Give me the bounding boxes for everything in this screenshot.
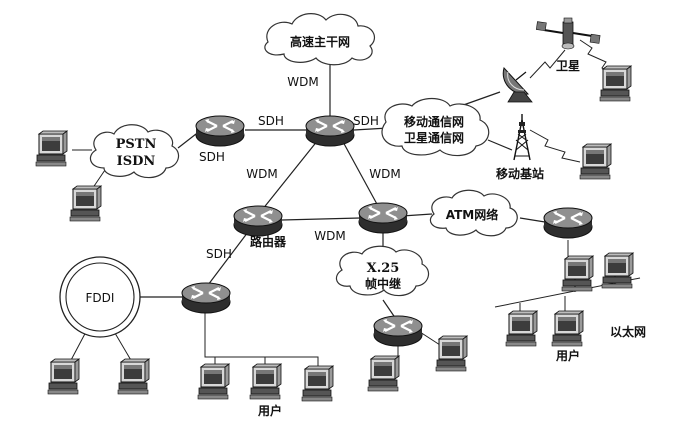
router-icon [194, 114, 246, 148]
computer-icon [301, 365, 334, 402]
antenna-tower-icon [513, 114, 531, 161]
cloud-x25-label-2: 帧中继 [365, 276, 401, 291]
cloud-x25: X.25 帧中继 [335, 245, 430, 297]
cloud-atm-label: ATM网络 [446, 207, 498, 222]
router-icon [304, 114, 356, 148]
computer-icon [117, 358, 150, 395]
base-station-label: 移动基站 [496, 166, 544, 181]
router-icon [372, 314, 424, 348]
computer-icon [601, 252, 634, 289]
link-atm-router [519, 217, 546, 223]
cloud-atm: ATM网络 [429, 189, 518, 237]
computer-icon [47, 358, 80, 395]
link-label-sdh-left: SDH [258, 114, 284, 128]
users-right-label: 用户 [555, 348, 580, 363]
computer-icon [197, 363, 230, 400]
satellite-dish-icon [502, 67, 533, 103]
users-bottom-label: 用户 [257, 403, 282, 418]
link-mobile-tower [487, 139, 513, 151]
link-label-wdm-right: WDM [369, 167, 400, 181]
computer-icon [599, 65, 632, 102]
link-router-fddi [207, 231, 249, 286]
cloud-backbone-label: 高速主干网 [290, 34, 350, 49]
link-left-pstn [177, 133, 197, 149]
link-label-wdm-bottom: WDM [314, 229, 345, 243]
computer-icon [505, 310, 538, 347]
computer-icon [435, 335, 468, 372]
router-icon [180, 281, 232, 315]
link-core-router [261, 139, 319, 211]
link-label-sdh-pstn: SDH [199, 150, 225, 164]
user-lan-bottom [204, 307, 319, 368]
cloud-pstn: PSTN ISDN [89, 124, 180, 179]
links [138, 52, 546, 323]
wireless-dish-satellite [529, 49, 566, 79]
computer-icon [561, 255, 594, 292]
computer-icon [35, 130, 68, 167]
link-label-sdh-right: SDH [353, 114, 379, 128]
cloud-mobile: 移动通信网 卫星通信网 [381, 97, 490, 157]
wireless-tower-pc [529, 129, 581, 163]
router-icon [232, 204, 284, 238]
router-icon [542, 206, 594, 240]
cloud-x25-label-1: X.25 [367, 261, 400, 276]
cloud-pstn-label-1: PSTN [116, 137, 157, 152]
router-icon [357, 201, 409, 235]
satellite-label: 卫星 [556, 59, 580, 73]
cloud-backbone: 高速主干网 [264, 13, 375, 66]
link-core-right [341, 139, 379, 207]
link-label-wdm-top: WDM [287, 75, 318, 89]
ethernet-label: 以太网 [610, 324, 646, 339]
computer-icon [579, 143, 612, 180]
fddi-ring: FDDI [59, 256, 141, 338]
link-router-right [281, 217, 361, 221]
computer-icon [367, 355, 400, 392]
cloud-mobile-label-2: 卫星通信网 [404, 130, 464, 145]
link-label-wdm-left: WDM [246, 167, 277, 181]
link-label-sdh-fddi: SDH [206, 247, 232, 261]
computer-icon [69, 185, 102, 222]
satellite-icon [535, 17, 601, 50]
fddi-label: FDDI [86, 291, 115, 305]
cloud-pstn-label-2: ISDN [117, 154, 156, 169]
cloud-mobile-label-1: 移动通信网 [404, 114, 464, 129]
computer-icon [249, 363, 282, 400]
computer-icon [551, 310, 584, 347]
router-label: 路由器 [250, 234, 287, 249]
